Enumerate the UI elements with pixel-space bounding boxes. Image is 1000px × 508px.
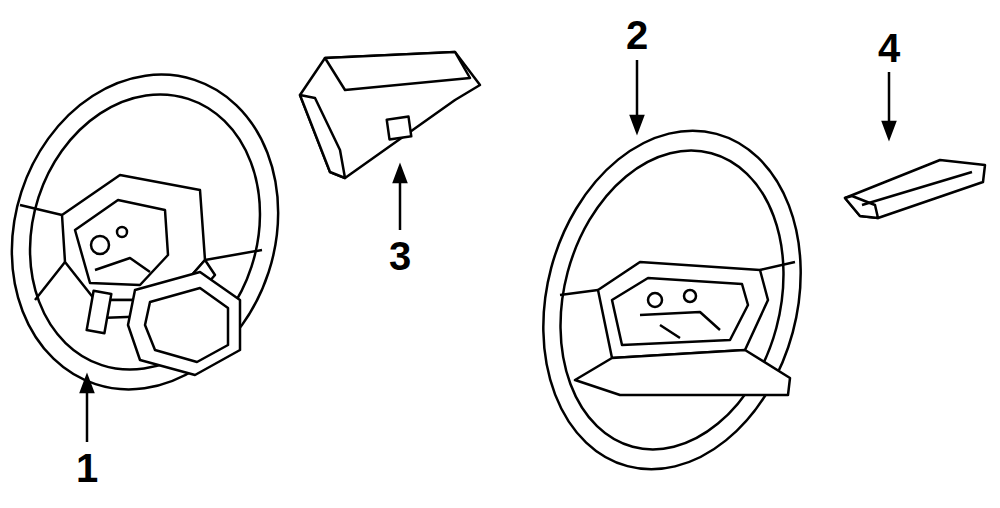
callout-number: 4 xyxy=(878,28,900,68)
horn-pad xyxy=(300,52,480,178)
steering-wheel xyxy=(507,102,838,499)
callout-number: 1 xyxy=(76,448,98,488)
horn-pad xyxy=(845,160,985,218)
callout-number: 2 xyxy=(626,15,648,55)
leader-arrows xyxy=(81,60,895,442)
steering-wheel xyxy=(0,40,318,425)
callout-number: 3 xyxy=(389,236,411,276)
